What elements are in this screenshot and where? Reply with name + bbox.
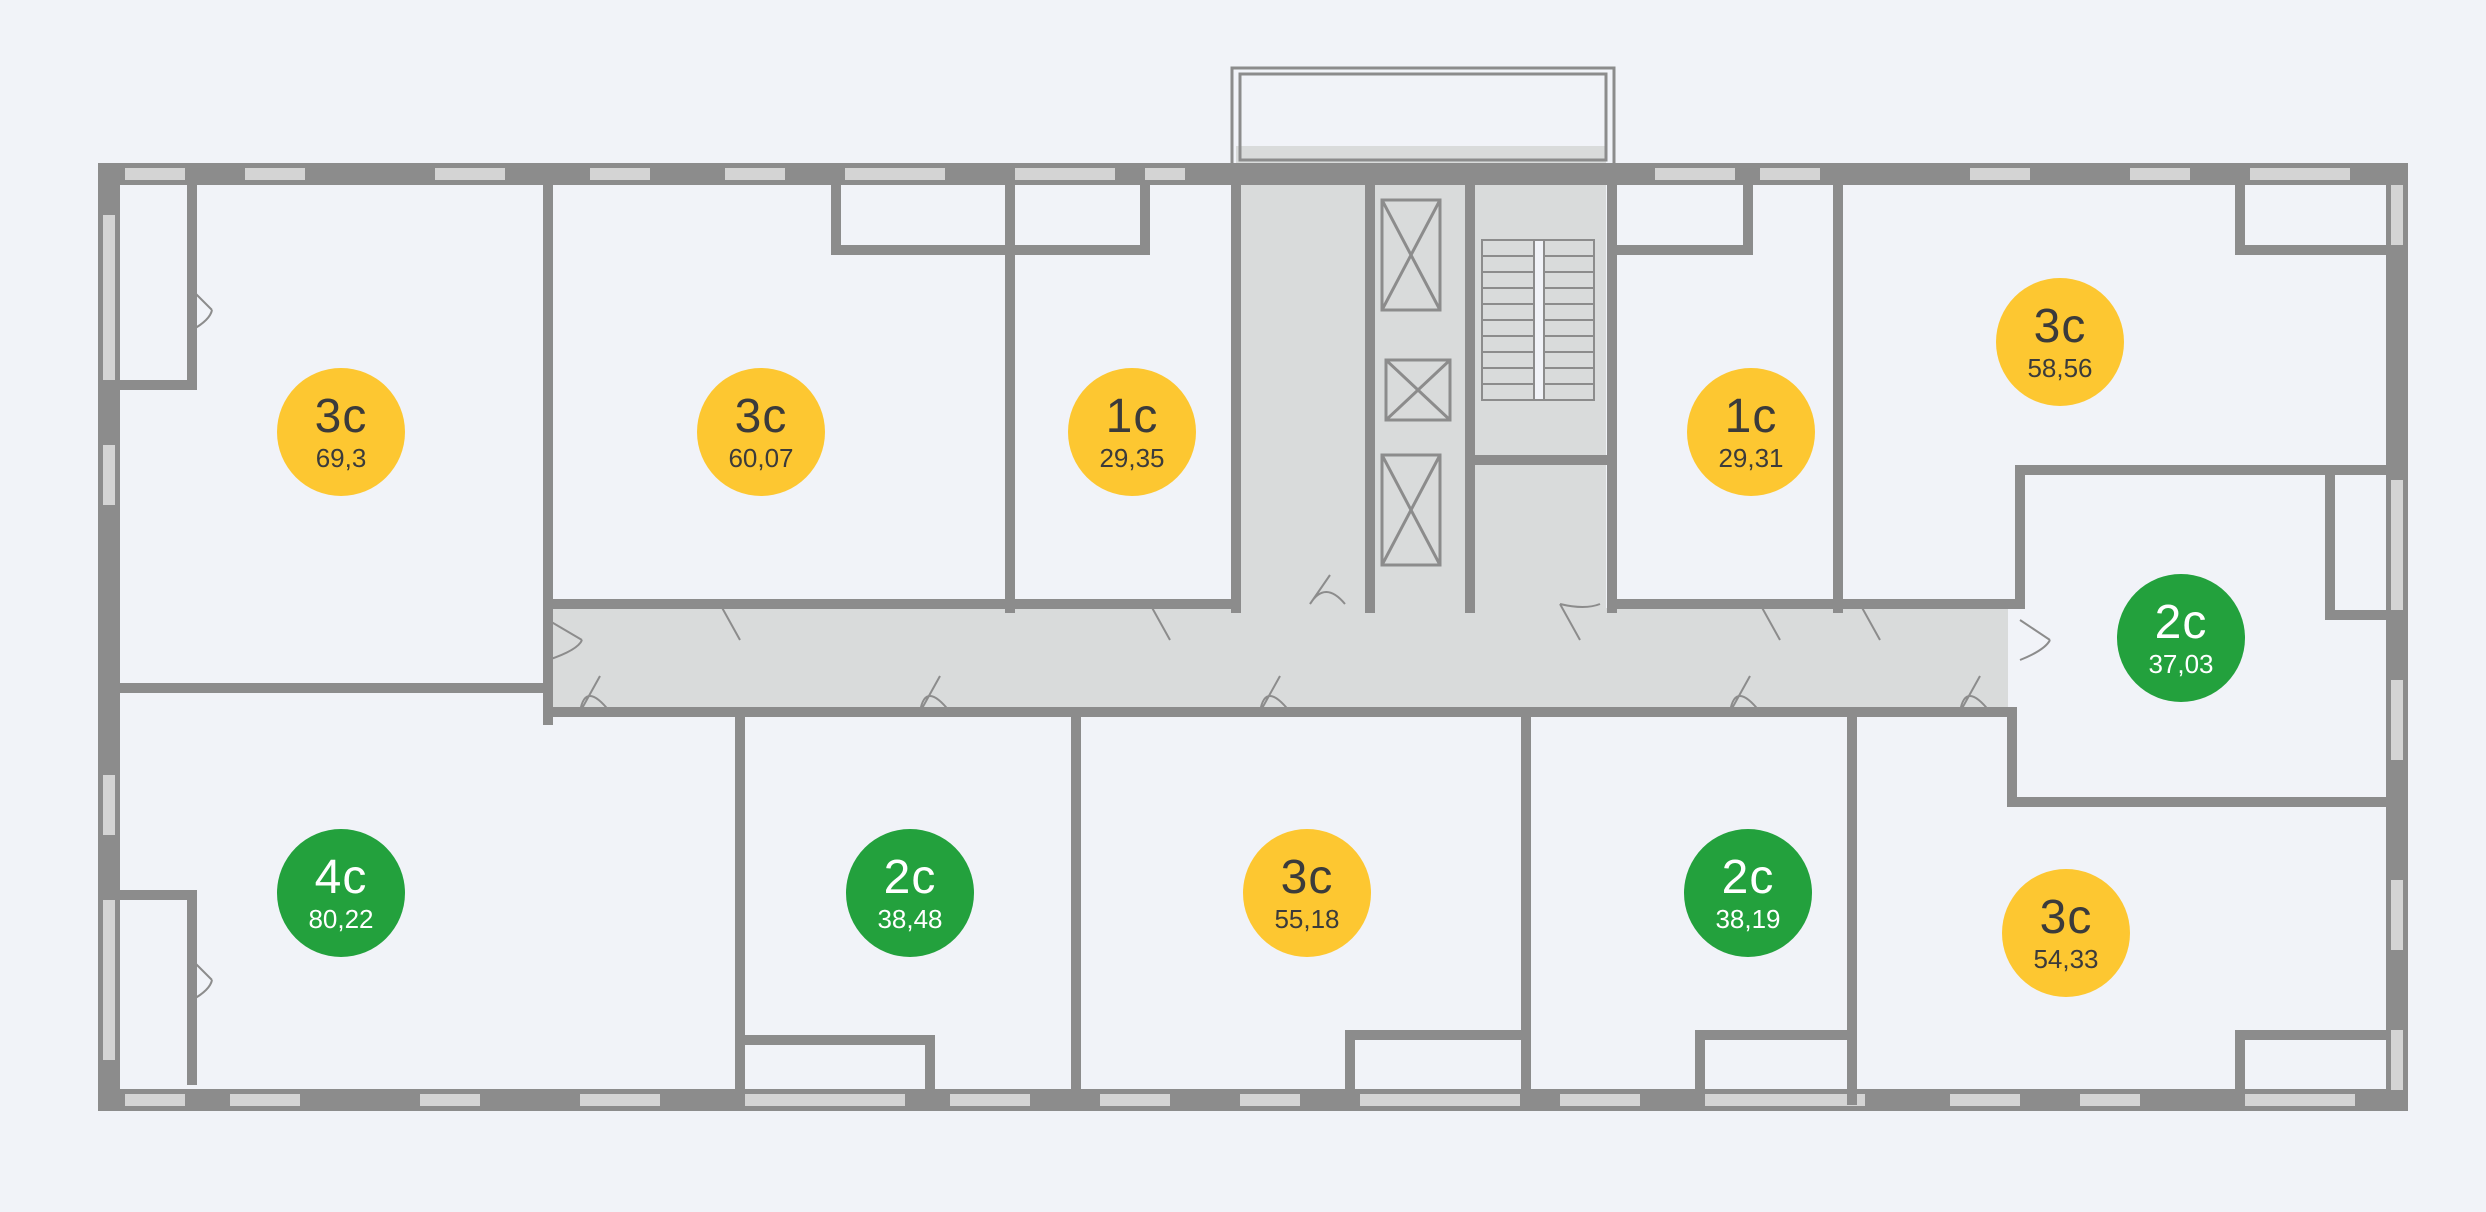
apartment-area: 55,18 [1274, 904, 1340, 934]
apartment-badge-apt-5[interactable]: 3с 58,56 [1996, 278, 2124, 406]
apartment-area: 29,31 [1718, 443, 1784, 473]
apartment-badge-apt-1[interactable]: 3с 69,3 [277, 368, 405, 496]
apartment-area: 37,03 [2148, 649, 2214, 679]
windows [103, 168, 2403, 1106]
apartment-rooms: 2с [2154, 596, 2208, 649]
apartment-area: 38,48 [877, 904, 943, 934]
apartment-rooms: 2с [883, 851, 937, 904]
apartment-rooms: 3с [2039, 891, 2093, 944]
apartment-badge-apt-8[interactable]: 2с 38,48 [846, 829, 974, 957]
balcony [1230, 66, 1616, 168]
doors [191, 289, 2051, 1001]
apartment-badge-apt-4[interactable]: 1с 29,31 [1687, 368, 1815, 496]
apartment-rooms: 1с [1105, 390, 1159, 443]
apartment-rooms: 1с [1724, 390, 1778, 443]
apartment-area: 60,07 [728, 443, 794, 473]
apartment-rooms: 2с [1721, 851, 1775, 904]
interior-walls [104, 169, 2402, 1105]
apartment-rooms: 3с [1280, 851, 1334, 904]
apartment-area: 69,3 [315, 443, 367, 473]
apartment-badge-apt-10[interactable]: 2с 38,19 [1684, 829, 1812, 957]
elevators [1380, 198, 1452, 567]
apartment-area: 54,33 [2033, 944, 2099, 974]
apartment-rooms: 4с [314, 851, 368, 904]
stair-core [1236, 146, 1606, 608]
apartment-badge-apt-3[interactable]: 1с 29,35 [1068, 368, 1196, 496]
apartment-area: 80,22 [308, 904, 374, 934]
apartment-badge-apt-6[interactable]: 2с 37,03 [2117, 574, 2245, 702]
apartment-rooms: 3с [2033, 300, 2087, 353]
apartment-badge-apt-7[interactable]: 4с 80,22 [277, 829, 405, 957]
apartment-badge-apt-9[interactable]: 3с 55,18 [1243, 829, 1371, 957]
staircase [1481, 239, 1595, 401]
apartment-rooms: 3с [314, 390, 368, 443]
apartment-badge-apt-11[interactable]: 3с 54,33 [2002, 869, 2130, 997]
apartment-area: 58,56 [2027, 353, 2093, 383]
apartment-area: 29,35 [1099, 443, 1165, 473]
apartment-area: 38,19 [1715, 904, 1781, 934]
apartment-badge-apt-2[interactable]: 3с 60,07 [697, 368, 825, 496]
apartment-rooms: 3с [734, 390, 788, 443]
corridor [548, 608, 2008, 708]
